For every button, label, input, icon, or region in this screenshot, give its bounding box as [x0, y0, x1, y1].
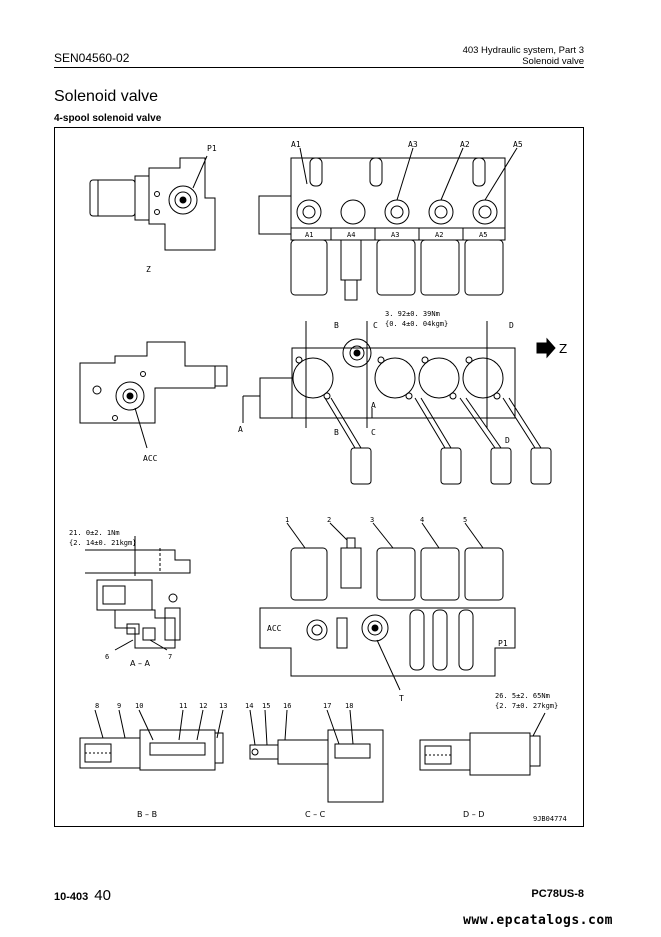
- solenoid-valve-drawing: P1 Z A1 A3 A2 A5 A1 A4 A3 A2 A5: [69, 140, 567, 823]
- section-label-aa: A – A: [130, 659, 151, 668]
- side-view-acc: [79, 341, 228, 449]
- watermark-url: www.epcatalogs.com: [463, 913, 613, 928]
- page-title: Solenoid valve: [54, 88, 159, 105]
- side-view-z: [89, 155, 216, 251]
- callout-18: 18: [345, 702, 353, 710]
- plate-label: A4: [347, 231, 355, 239]
- torque-top-value: 3. 92±0. 39Nm: [385, 310, 440, 318]
- page-subtitle: 4-spool solenoid valve: [54, 113, 162, 124]
- callout-2: 2: [327, 516, 331, 524]
- front-view-bottom: [259, 522, 516, 691]
- callout-17: 17: [323, 702, 331, 710]
- footer-model: PC78US-8: [531, 888, 584, 900]
- footer-page-ref: 10-403 40: [54, 887, 111, 904]
- callout-11: 11: [179, 702, 187, 710]
- section-label-cc: C – C: [305, 810, 326, 819]
- callout-13: 13: [219, 702, 227, 710]
- callout-16: 16: [283, 702, 291, 710]
- callout-10: 10: [135, 702, 143, 710]
- plate-label: A2: [435, 231, 443, 239]
- callout-1: 1: [285, 516, 289, 524]
- torque-aa-kgm: {2. 14±0. 21kgm}: [69, 539, 136, 547]
- port-label-acc: ACC: [267, 624, 282, 633]
- cut-label-b: B: [334, 428, 339, 437]
- cut-label-a: A: [371, 401, 376, 410]
- header-rule: [54, 67, 584, 68]
- plate-labels: A1 A4 A3 A2 A5: [305, 231, 487, 239]
- plate-label: A1: [305, 231, 313, 239]
- section-dd: [419, 712, 546, 776]
- callout-8: 8: [95, 702, 99, 710]
- port-label-a2: A2: [460, 140, 470, 149]
- drawing-number: 9JB04774: [533, 815, 567, 823]
- technical-drawing-frame: P1 Z A1 A3 A2 A5 A1 A4 A3 A2 A5: [54, 127, 584, 827]
- callout-12: 12: [199, 702, 207, 710]
- callout-5: 5: [463, 516, 467, 524]
- view-arrow-z: Z: [559, 342, 567, 356]
- port-label-acc: ACC: [143, 454, 158, 463]
- header-topic: Solenoid valve: [522, 56, 584, 67]
- section-bb: [79, 709, 224, 771]
- page-ref: 10-403: [54, 891, 89, 903]
- callout-14: 14: [245, 702, 253, 710]
- view-label-z: Z: [146, 265, 151, 274]
- section-label-dd: D – D: [463, 810, 484, 819]
- torque-dd-value: 26. 5±2. 65Nm: [495, 692, 550, 700]
- callout-3: 3: [370, 516, 374, 524]
- callout-15: 15: [262, 702, 270, 710]
- cut-label-c: C: [371, 428, 376, 437]
- plate-label: A3: [391, 231, 399, 239]
- cut-label-c: C: [373, 321, 378, 330]
- callout-4: 4: [420, 516, 424, 524]
- port-label-a1: A1: [291, 140, 301, 149]
- port-label-t: T: [399, 694, 404, 703]
- top-view: [242, 321, 556, 485]
- section-label-bb: B – B: [137, 810, 157, 819]
- callout-7: 7: [168, 653, 172, 661]
- callout-9: 9: [117, 702, 121, 710]
- port-label-a3: A3: [408, 140, 418, 149]
- doc-code: SEN04560-02: [54, 51, 130, 65]
- cut-label-d: D: [505, 436, 510, 445]
- section-aa: [85, 536, 191, 651]
- page-number: 40: [94, 887, 111, 904]
- plate-label: A5: [479, 231, 487, 239]
- torque-aa-value: 21. 0±2. 1Nm: [69, 529, 120, 537]
- port-label-p1: P1: [207, 144, 217, 153]
- port-label-p1: P1: [498, 639, 508, 648]
- cut-label-d: D: [509, 321, 514, 330]
- header-section-title: 403 Hydraulic system, Part 3: [462, 45, 584, 56]
- callout-6: 6: [105, 653, 109, 661]
- front-view-top: [258, 147, 518, 301]
- torque-dd-kgm: {2. 7±0. 27kgm}: [495, 702, 558, 710]
- port-label-a5: A5: [513, 140, 523, 149]
- torque-top-kgm: {0. 4±0. 04kgm}: [385, 320, 448, 328]
- cut-label-b: B: [334, 321, 339, 330]
- section-cc: [249, 709, 384, 803]
- cut-label-a: A: [238, 425, 243, 434]
- header-section: 403 Hydraulic system, Part 3 Solenoid va…: [463, 45, 584, 67]
